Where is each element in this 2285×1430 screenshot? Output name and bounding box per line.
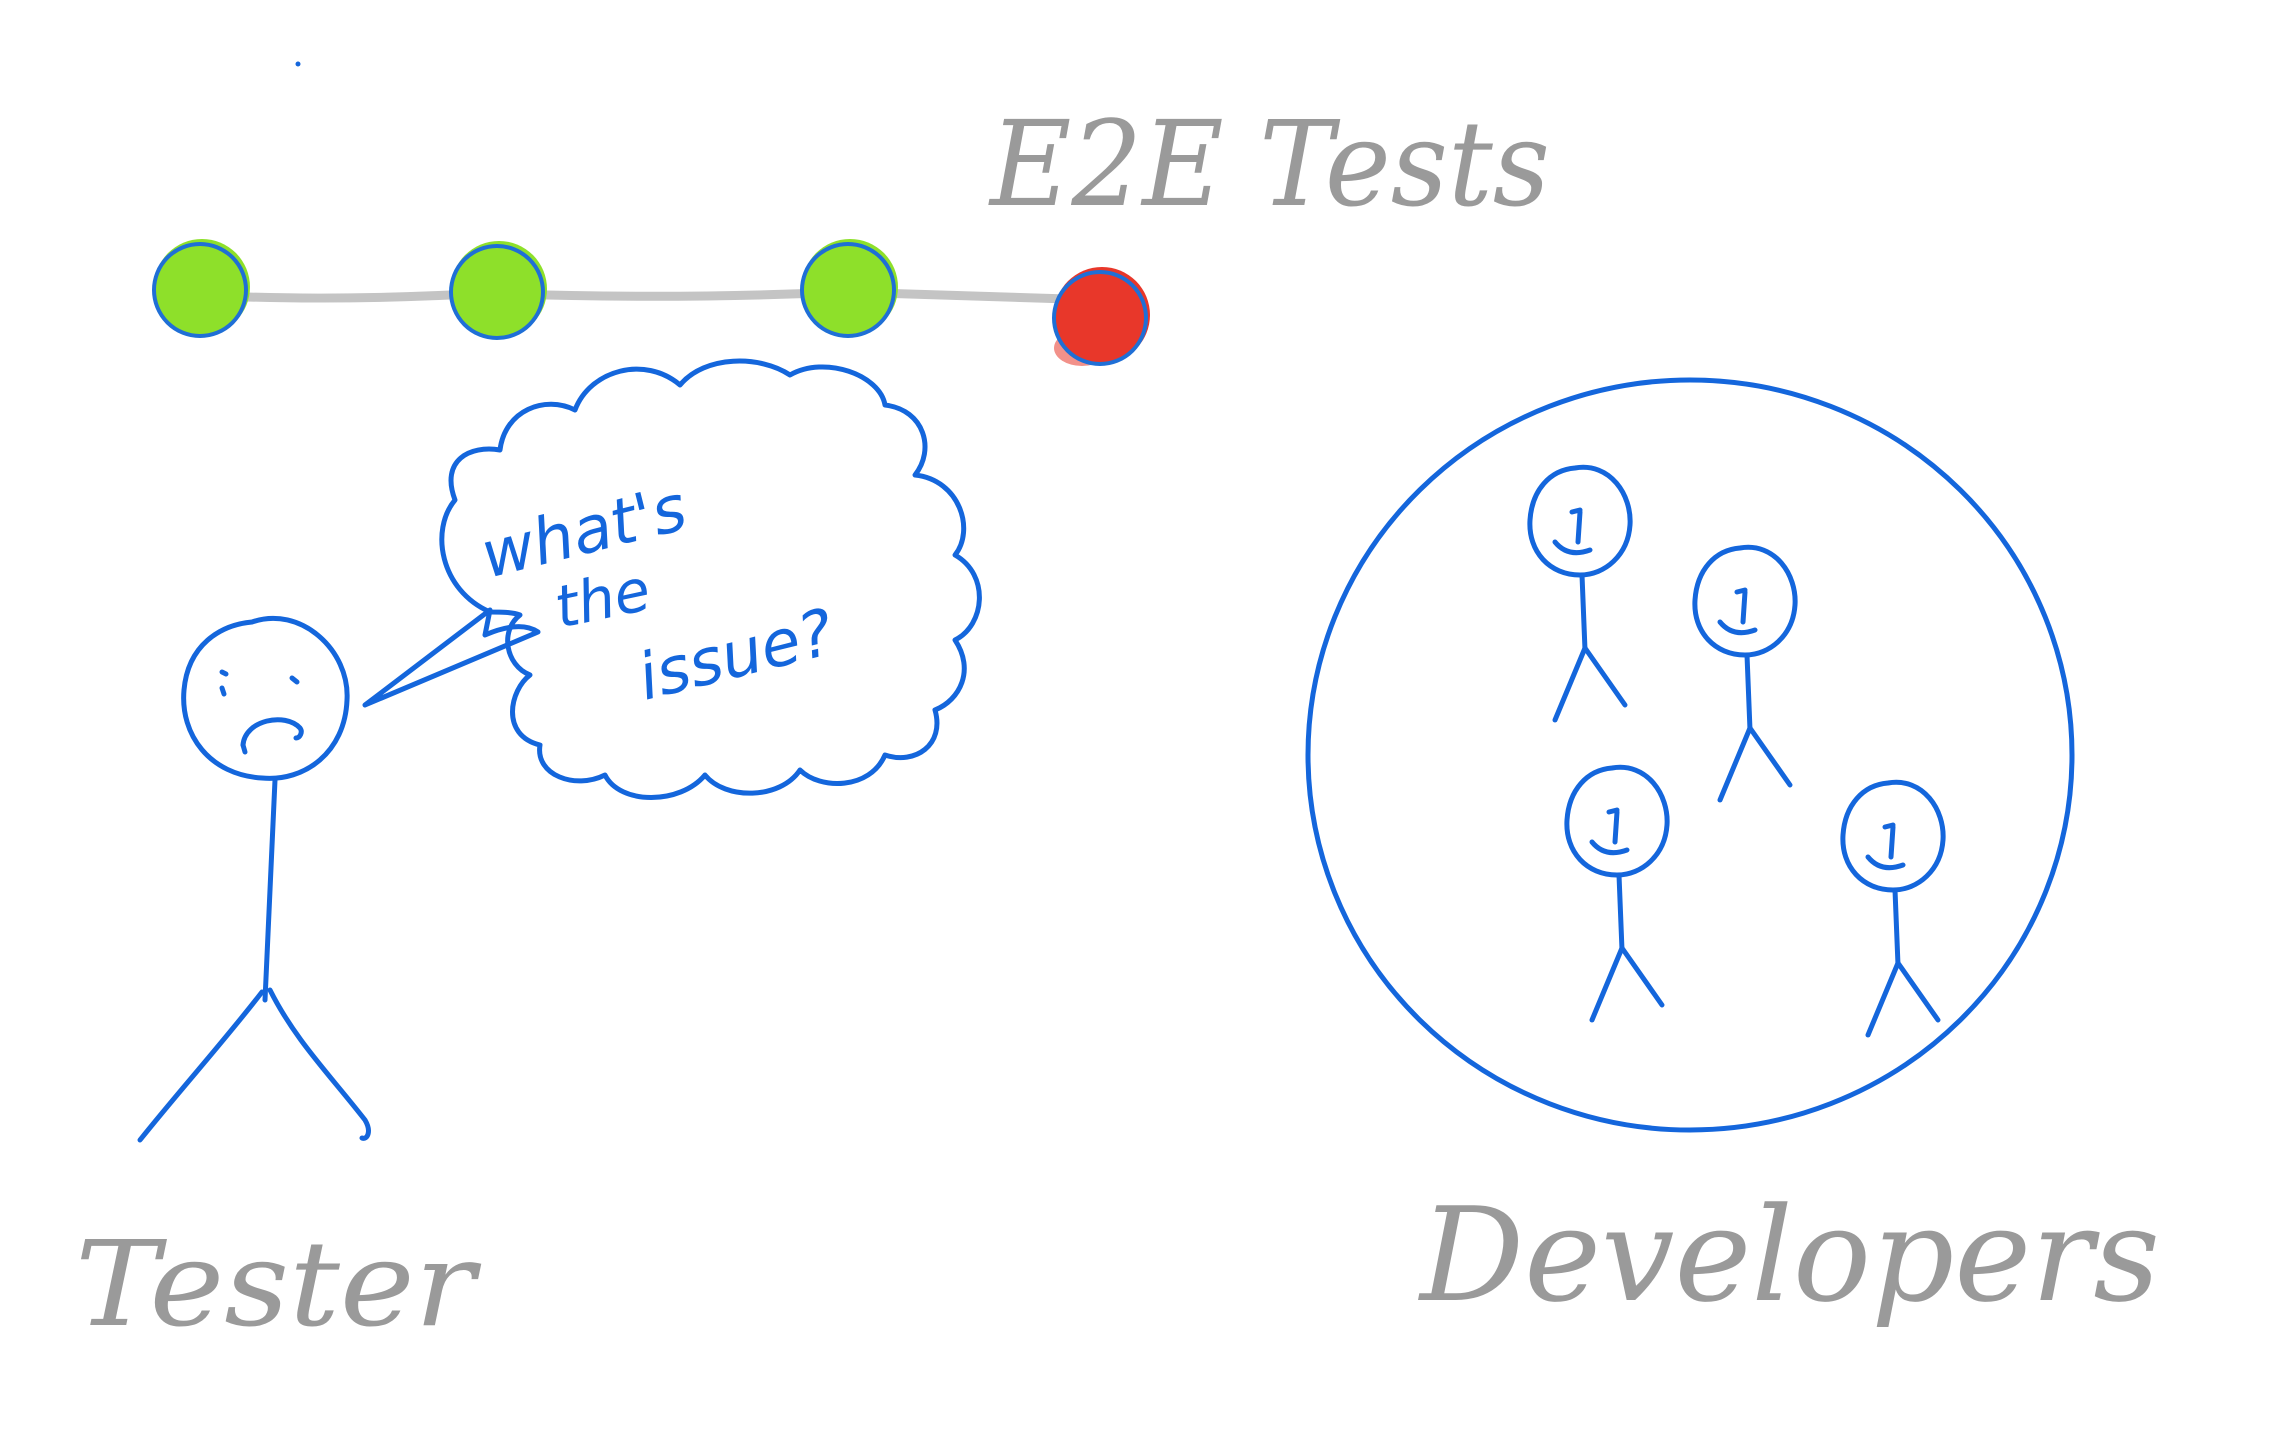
- developer-figure: [1695, 547, 1795, 800]
- stick-figure-icon: [1720, 655, 1790, 800]
- stick-figure-icon: [1592, 875, 1662, 1020]
- speech-line-3: issue?: [631, 596, 841, 716]
- pipeline-stage-failed: [1054, 267, 1150, 366]
- developer-figure: [1567, 767, 1667, 1020]
- sad-face-icon: [184, 618, 347, 778]
- stick-figure-icon: [140, 780, 368, 1140]
- developer-figure: [1530, 467, 1630, 720]
- tester-label: Tester: [75, 1215, 482, 1353]
- pipeline-stage-passed: [802, 239, 898, 336]
- developer-figures: [1530, 467, 1943, 1035]
- tester-figure: [140, 610, 538, 1140]
- developer-figure: [1843, 782, 1943, 1035]
- smiling-face-icon: [1567, 767, 1667, 875]
- smiling-face-icon: [1530, 467, 1630, 575]
- stick-figure-icon: [1555, 575, 1625, 720]
- stray-dot: [296, 62, 301, 67]
- pipeline-stage-passed: [451, 241, 547, 338]
- developers-group-circle: [1308, 380, 2072, 1130]
- pipeline-stage-passed: [154, 239, 250, 336]
- smiling-face-icon: [1695, 547, 1795, 655]
- stick-figure-icon: [1868, 890, 1938, 1035]
- developers-label: Developers: [1418, 1179, 2160, 1331]
- pipeline-connector: [200, 292, 1100, 300]
- smiling-face-icon: [1843, 782, 1943, 890]
- pipeline-label: E2E Tests: [988, 95, 1550, 233]
